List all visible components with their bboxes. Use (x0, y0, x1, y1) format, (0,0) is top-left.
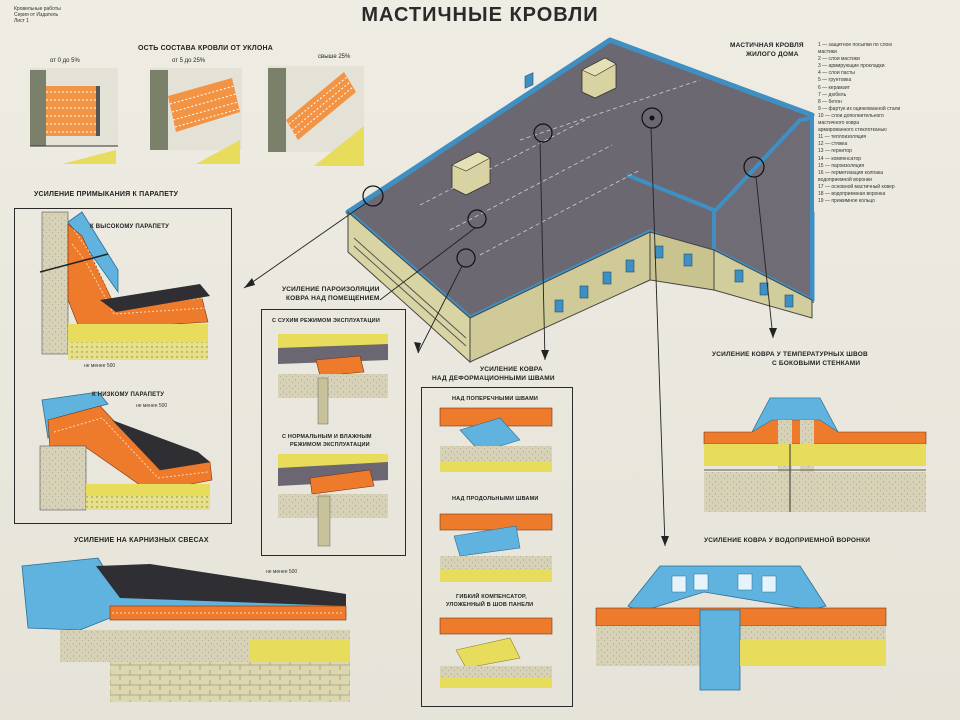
legend-item: 14 — компенсатор (818, 155, 862, 162)
temp-caption-1: УСИЛЕНИЕ КОВРА У ТЕМПЕРАТУРНЫХ ШВОВ (712, 351, 868, 358)
legend-item: 16 — герметизация колпака (818, 169, 883, 176)
deform-caption-1: УСИЛЕНИЕ КОВРА (480, 366, 543, 373)
vapor-frame (261, 309, 406, 556)
corner-note-3: Лист 1 (14, 18, 30, 24)
slope-section-art (30, 66, 364, 166)
building-caption-1: МАСТИЧНАЯ КРОВЛЯ (730, 42, 804, 49)
legend-item: 1 — защитное посыпки по слою (818, 42, 893, 48)
slope-caption: ОСТЬ СОСТАВА КРОВЛИ ОТ УКЛОНА (138, 45, 274, 52)
legend-item: 10 — слои дополнительного (818, 112, 884, 119)
legend-item: 9 — фартук из оцинкованной стали (818, 105, 901, 112)
slope-range-1: от 0 до 5% (50, 58, 80, 64)
legend-item: 17 — основной мастичный ковер (818, 183, 895, 190)
deform-flex-caption-2: УЛОЖЕННЫЙ В ШОВ ПАНЕЛИ (446, 602, 534, 608)
vapor-art (278, 334, 388, 547)
deform-cross-caption: НАД ПОПЕРЕЧНЫМИ ШВАМИ (452, 396, 538, 402)
legend-item: мастики (818, 49, 837, 56)
legend-item: мастичного ковра (818, 120, 860, 127)
legend-item: 18 — водоприемная воронка (818, 190, 886, 197)
deform-caption-2: НАД ДЕФОРМАЦИОННЫМИ ШВАМИ (432, 375, 555, 382)
slope-range-3: свыше 25% (318, 54, 351, 60)
legend-item: 7 — дюбель (818, 91, 847, 98)
legend-item: 11 — теплоизоляция (818, 134, 867, 141)
vapor-wet-caption-1: С НОРМАЛЬНЫМ И ВЛАЖНЫМ (282, 434, 372, 440)
parapet-caption: УСИЛЕНИЕ ПРИМЫКАНИЯ К ПАРАПЕТУ (34, 191, 179, 198)
legend-item: 13 — гернитор (818, 148, 852, 155)
legend-item: 4 — слои пасты (818, 70, 855, 77)
slope-range-2: от 5 до 25% (172, 58, 206, 64)
legend-item: 5 — грунтовка (818, 77, 852, 84)
parapet-dim-2: не менее 500 (136, 403, 168, 409)
funnel-art (595, 565, 887, 691)
roof-right-wing (712, 115, 814, 304)
legend: 1 — защитное посыпки по слою мастики 2 —… (818, 42, 950, 205)
parapet-art (39, 211, 213, 511)
corner-note-2: Серия от Издатель (14, 12, 59, 18)
funnel-caption: УСИЛЕНИЕ КОВРА У ВОДОПРИЕМНОЙ ВОРОНКИ (704, 537, 871, 544)
deform-long-caption: НАД ПРОДОЛЬНЫМИ ШВАМИ (452, 496, 539, 502)
eaves-art (21, 557, 350, 702)
legend-item: 19 — прижимное кольцо (818, 198, 875, 205)
legend-item: 12 — стяжка (818, 141, 848, 148)
legend-item: 3 — армирующие прокладки (818, 63, 885, 70)
parapet-frame (14, 208, 232, 524)
vapor-wet-caption-2: РЕЖИМОМ ЭКСПЛУАТАЦИИ (290, 442, 370, 448)
vapor-dry-caption: С СУХИМ РЕЖИМОМ ЭКСПЛУАТАЦИИ (272, 318, 380, 324)
legend-item: 8 — бетон (818, 98, 842, 105)
corner-note-1: Кровельные работы (14, 6, 61, 12)
parapet-dim-1: не менее 500 (84, 363, 116, 369)
vapor-caption-1: УСИЛЕНИЕ ПАРОИЗОЛЯЦИИ (282, 286, 380, 293)
legend-item: 6 — керамзит (818, 84, 850, 91)
parapet-low-caption: К НИЗКОМУ ПАРАПЕТУ (92, 392, 165, 398)
vapor-caption-2: КОВРА НАД ПОМЕЩЕНИЕМ (286, 295, 380, 302)
deform-art (439, 407, 553, 688)
legend-item: 2 — слои мастики (818, 56, 860, 63)
parapet-high-caption: К ВЫСОКОМУ ПАРАПЕТУ (90, 224, 169, 230)
eaves-caption: УСИЛЕНИЕ НА КАРНИЗНЫХ СВЕСАХ (74, 537, 209, 544)
building-illustration (243, 37, 815, 547)
vapor-dim: не менее 500 (266, 569, 298, 575)
temp-caption-2: С БОКОВЫМИ СТЕНКАМИ (772, 360, 861, 367)
building-caption-2: ЖИЛОГО ДОМА (746, 51, 799, 58)
legend-item: водоприемной воронки (818, 176, 872, 183)
page-title: МАСТИЧНЫЕ КРОВЛИ (361, 4, 599, 26)
temp-art (703, 397, 927, 512)
deform-flex-caption-1: ГИБКИЙ КОМПЕНСАТОР, (456, 594, 527, 600)
deform-frame (421, 387, 573, 707)
legend-item: армированного стеклотканью (818, 127, 887, 134)
legend-item: 15 — пароизоляция (818, 162, 865, 169)
